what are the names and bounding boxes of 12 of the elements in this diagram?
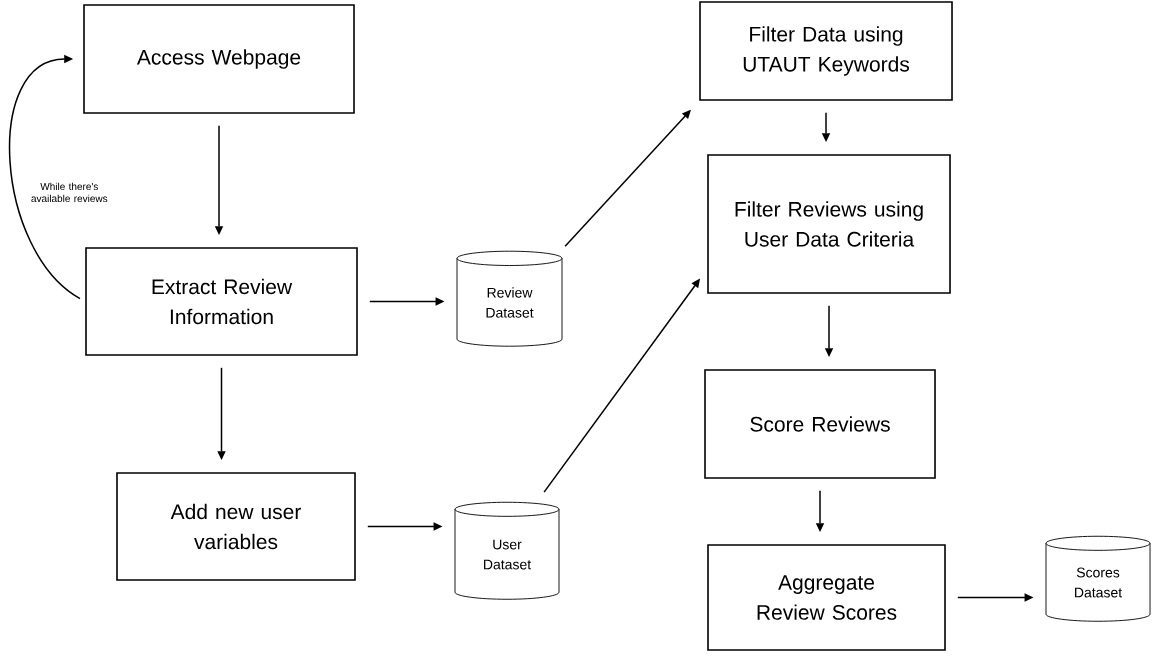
database-cylinder: User Dataset xyxy=(454,501,560,600)
arrow xyxy=(9,54,81,300)
process-box: Add new user variables xyxy=(116,472,356,581)
edge-label: While there's available reviews xyxy=(28,181,111,204)
process-box: Filter Data using UTAUT Keywords xyxy=(699,1,953,101)
process-box: Filter Reviews using User Data Criteria xyxy=(707,154,951,294)
database-cylinder: Scores Dataset xyxy=(1045,535,1151,622)
process-box: Aggregate Review Scores xyxy=(707,544,946,651)
process-box: Score Reviews xyxy=(704,369,936,479)
database-cylinder: Review Dataset xyxy=(456,250,563,347)
process-box: Extract Review Information xyxy=(85,247,358,356)
process-box: Access Webpage xyxy=(83,4,355,114)
